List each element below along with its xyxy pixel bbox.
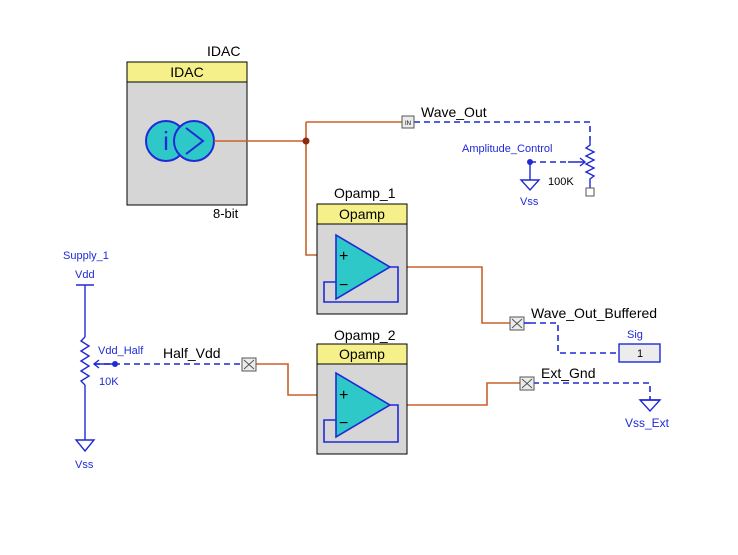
opamp2-plus: + — [339, 387, 348, 404]
opamp2-triangle-icon — [335, 371, 392, 439]
wire-opamp1-out — [394, 266, 510, 324]
idac-resolution: 8-bit — [213, 206, 239, 221]
dashed-wires — [94, 121, 651, 400]
idac-header — [126, 61, 248, 83]
junction-dot — [302, 137, 310, 145]
net-ext-gnd-label: Ext_Gnd — [541, 365, 595, 381]
pot-resistor-zigzag — [584, 140, 596, 188]
supply-name: Supply_1 — [63, 250, 109, 262]
current-source-icon: i — [145, 120, 215, 162]
vss-ext-ground[interactable]: Vss_Ext — [625, 399, 670, 430]
wave-out-buffered-pin[interactable] — [509, 316, 525, 331]
opamp1-instance-name: Opamp_1 — [334, 185, 396, 201]
opamp1-block[interactable]: Opamp_1 Opamp + − — [316, 185, 408, 315]
opamp2-header-label: Opamp — [339, 346, 385, 362]
supply-vdd-label: Vdd — [75, 269, 95, 281]
wave-out-pin-text: IN — [405, 121, 411, 127]
amplitude-control-name: Amplitude_Control — [462, 143, 553, 155]
half-vdd-pin[interactable] — [241, 357, 257, 372]
ext-gnd-pin[interactable] — [519, 376, 535, 391]
vss-ext-ground-icon — [638, 399, 662, 413]
opamp2-instance-name: Opamp_2 — [334, 327, 396, 343]
supply-ground-label: Vss — [75, 459, 94, 471]
supply-ground-icon — [74, 439, 96, 453]
net-half-vdd-label: Half_Vdd — [163, 345, 221, 361]
vss-ext-label: Vss_Ext — [625, 416, 670, 430]
analog-wires — [214, 121, 520, 406]
sig-value: 1 — [637, 348, 643, 360]
ground-icon — [519, 179, 541, 192]
opamp1-header — [316, 203, 408, 225]
amplitude-control-value: 100K — [548, 176, 574, 188]
supply-resistor-zigzag — [79, 336, 91, 386]
amplitude-ground-label: Vss — [520, 196, 539, 208]
opamp1-feedback — [323, 266, 399, 303]
net-wave-out-buffered-label: Wave_Out_Buffered — [531, 305, 657, 321]
idac-instance-name: IDAC — [207, 43, 240, 59]
opamp2-block[interactable]: Opamp_2 Opamp + − — [316, 327, 408, 455]
pot-bottom-terminal — [585, 187, 595, 197]
wire-buffered-to-sig — [530, 322, 619, 354]
opamp1-header-label: Opamp — [339, 206, 385, 222]
opamp2-feedback — [323, 404, 399, 443]
opamp1-minus: − — [339, 277, 348, 294]
supply-value: 10K — [99, 376, 119, 388]
supply-divider[interactable]: Supply_1 Vdd Vdd_Half 10K Vss — [63, 250, 144, 471]
sig-connector[interactable]: Sig 1 — [618, 329, 661, 363]
sig-name: Sig — [627, 329, 643, 341]
supply-tap-label: Vdd_Half — [98, 345, 144, 357]
wire-opamp2-out — [394, 382, 520, 406]
amplitude-control-pot[interactable]: Amplitude_Control 100K Vss — [462, 140, 596, 208]
opamp1-triangle-icon — [335, 233, 392, 301]
wire-half-vdd — [255, 363, 332, 396]
opamp2-header — [316, 343, 408, 365]
wave-out-pin[interactable]: IN — [401, 115, 415, 129]
supply-wiper-dot — [112, 361, 118, 367]
current-symbol-i: i — [163, 126, 169, 156]
idac-block[interactable]: IDAC IDAC i 8-bit — [126, 43, 248, 221]
opamp1-plus: + — [339, 248, 348, 265]
net-wave-out-label: Wave_Out — [421, 104, 487, 120]
wire-ext-gnd-to-vss-ext — [533, 382, 651, 400]
idac-header-label: IDAC — [170, 64, 203, 80]
opamp2-minus: − — [339, 415, 348, 432]
wire-wave-out-to-pot — [414, 121, 591, 140]
wiper-arrow-icon — [579, 157, 587, 167]
